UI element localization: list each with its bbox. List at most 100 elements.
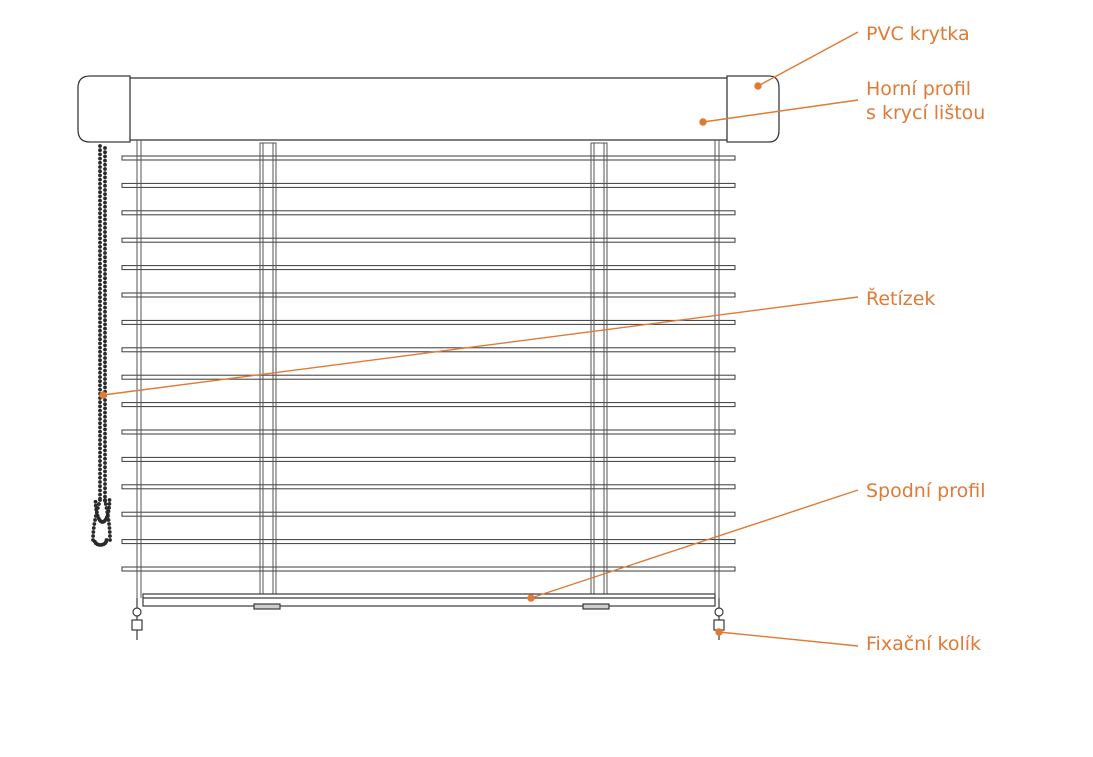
top-profile bbox=[77, 75, 780, 143]
chain-bead bbox=[98, 173, 102, 178]
chain-bead bbox=[103, 473, 107, 478]
chain-bead bbox=[103, 486, 107, 491]
chain-bead bbox=[103, 154, 107, 159]
chain-bead bbox=[103, 452, 107, 457]
chain-bead bbox=[98, 270, 102, 274]
leader-fixing-pin bbox=[718, 631, 859, 647]
label-top-profile-line1: Horní profil bbox=[866, 78, 972, 100]
slats bbox=[121, 155, 736, 572]
chain-bead bbox=[103, 267, 107, 272]
chain-bead bbox=[103, 196, 107, 201]
chain-bead bbox=[98, 442, 102, 447]
chain-bead bbox=[108, 538, 112, 542]
chain-bead bbox=[103, 297, 107, 302]
left-end-cap bbox=[77, 75, 131, 143]
chain-bead bbox=[98, 492, 102, 497]
chain-bead bbox=[108, 534, 112, 538]
chain-bead bbox=[98, 261, 102, 266]
chain-bead bbox=[103, 221, 107, 226]
chain-bead bbox=[95, 506, 100, 510]
chain-bead bbox=[103, 158, 107, 163]
bottom-profile bbox=[142, 593, 716, 610]
chain-bead bbox=[98, 337, 102, 342]
chain-bead bbox=[98, 429, 102, 434]
chain-bead bbox=[98, 295, 102, 300]
label-top-profile-line2: s krycí lištou bbox=[866, 102, 986, 124]
chain-bead bbox=[98, 467, 102, 472]
slat bbox=[121, 210, 736, 216]
chain-bead bbox=[98, 412, 102, 417]
leader-top-profile bbox=[702, 99, 859, 123]
chain-bead bbox=[98, 228, 102, 232]
chain-bead bbox=[98, 446, 102, 451]
chain-bead bbox=[98, 488, 102, 493]
chain-bead bbox=[103, 280, 107, 285]
chain-bead bbox=[98, 202, 102, 207]
chain-bead bbox=[91, 526, 96, 530]
chain-bead bbox=[103, 410, 107, 415]
ladder-cords bbox=[136, 140, 720, 606]
chain-bead bbox=[98, 438, 102, 442]
chain-bead bbox=[103, 456, 107, 461]
chain-bead bbox=[98, 244, 102, 249]
label-bottom-profile: Spodní profil bbox=[866, 480, 986, 502]
chain-bead bbox=[103, 381, 107, 386]
chain-bead bbox=[103, 444, 107, 449]
chain-bead bbox=[103, 423, 107, 428]
chain-bead bbox=[98, 194, 102, 199]
slat bbox=[121, 182, 736, 188]
chain-bead bbox=[103, 498, 107, 502]
chain-bead bbox=[105, 510, 110, 514]
chain-bead bbox=[103, 427, 107, 432]
chain-bead bbox=[103, 246, 107, 251]
chain-bead bbox=[98, 333, 102, 337]
fixing-pins bbox=[131, 598, 725, 640]
chain-bead bbox=[98, 223, 102, 228]
chain-bead bbox=[103, 402, 107, 407]
chain-bead bbox=[98, 177, 102, 182]
chain-bead bbox=[98, 291, 102, 295]
chain-bead bbox=[103, 372, 107, 377]
chain-bead bbox=[98, 312, 102, 316]
right-end-cap bbox=[726, 75, 780, 143]
chain-bead bbox=[98, 219, 102, 224]
chain-bead bbox=[103, 225, 107, 230]
chain-bead bbox=[103, 171, 107, 176]
chain-bead bbox=[103, 179, 107, 184]
chain-bead bbox=[98, 148, 102, 153]
chain-bead bbox=[98, 190, 102, 195]
slat bbox=[121, 511, 736, 517]
chain-bead bbox=[106, 518, 111, 522]
chain-bead bbox=[103, 330, 107, 335]
chain-bead bbox=[103, 167, 107, 171]
chain-bead bbox=[98, 207, 102, 211]
slat bbox=[121, 539, 736, 545]
chain-bead bbox=[103, 284, 107, 289]
chain-bead bbox=[98, 160, 102, 165]
chain-bead bbox=[103, 368, 107, 373]
chain-bead bbox=[98, 459, 102, 463]
slat bbox=[121, 237, 736, 243]
chain-bead bbox=[103, 251, 107, 255]
chain-bead bbox=[103, 322, 107, 327]
slat bbox=[121, 155, 736, 161]
chain-bead bbox=[103, 360, 107, 365]
chain-bead bbox=[103, 431, 107, 436]
chain-bead bbox=[91, 534, 95, 538]
chain-bead bbox=[103, 326, 107, 331]
chain-bead bbox=[98, 345, 102, 350]
chain-bead bbox=[103, 347, 107, 352]
chain-bead bbox=[98, 400, 102, 405]
chain-bead bbox=[103, 314, 107, 318]
chain-bead bbox=[98, 152, 102, 157]
chain-bead bbox=[98, 408, 102, 413]
chain-bead bbox=[103, 406, 107, 411]
chain-bead bbox=[98, 303, 102, 308]
slat bbox=[121, 402, 736, 408]
label-fixing-pin: Fixační kolík bbox=[866, 633, 982, 655]
chain-bead bbox=[103, 490, 107, 495]
chain-bead bbox=[103, 234, 107, 239]
chain-bead bbox=[103, 217, 107, 222]
chain-bead bbox=[93, 518, 97, 522]
chain-bead bbox=[98, 144, 102, 148]
